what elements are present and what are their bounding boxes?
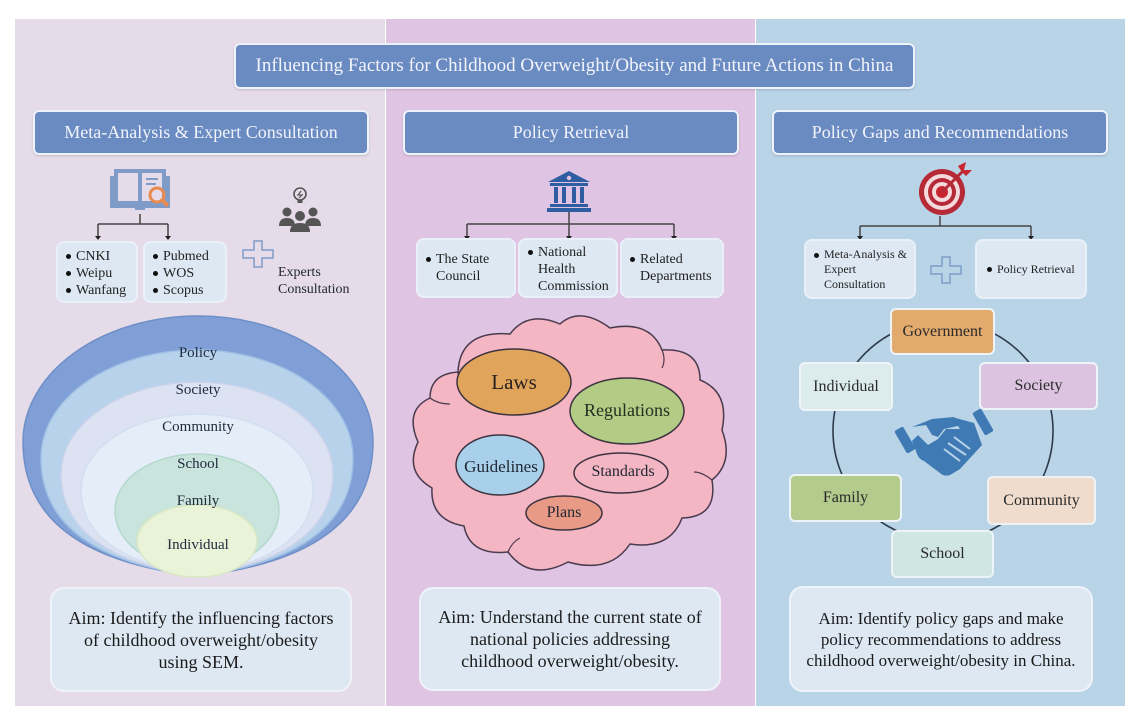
database-item: CNKI (64, 248, 136, 265)
source-box-related-departments: Related Departments (620, 238, 724, 298)
database-item: Weipu (64, 265, 136, 282)
ellipse-guidelines (455, 434, 545, 496)
database-item: Pubmed (151, 248, 225, 265)
stakeholder-government: Government (890, 308, 995, 355)
databases-english-box: Pubmed WOS Scopus (143, 241, 227, 303)
input-box-meta-analysis: Meta-Analysis & Expert Consultation (804, 239, 916, 299)
ellipse-regulations (569, 377, 685, 445)
layer-label-family: Family (177, 493, 220, 509)
source-box-health-commission: National Health Commission (518, 238, 618, 298)
connector-lines (95, 214, 171, 240)
policy-type-laws: Laws (491, 370, 537, 394)
policy-type-guidelines: Guidelines (464, 457, 538, 476)
aim-box-meta-analysis: Aim: Identify the influencing factors of… (50, 587, 352, 692)
target-icon (919, 162, 972, 215)
layer-shape-individual (136, 504, 258, 578)
ellipse-plans (525, 495, 603, 531)
stakeholder-society: Society (979, 362, 1098, 410)
book-search-icon (110, 169, 170, 210)
database-item: Wanfang (64, 282, 136, 299)
section-header-meta-analysis: Meta-Analysis & Expert Consultation (33, 110, 369, 155)
plus-icon (930, 256, 962, 284)
databases-chinese-box: CNKI Weipu Wanfang (56, 241, 138, 303)
stakeholder-individual: Individual (799, 362, 893, 411)
layer-label-society: Society (176, 382, 221, 398)
source-item: National Health Commission (526, 244, 618, 295)
layer-label-policy: Policy (179, 345, 218, 361)
database-item: WOS (151, 265, 225, 282)
policy-type-plans: Plans (546, 504, 582, 521)
database-item: Scopus (151, 282, 225, 299)
input-item: Policy Retrieval (985, 261, 1075, 278)
section-header-policy-gaps: Policy Gaps and Recommendations (772, 110, 1108, 155)
plus-icon (242, 240, 274, 268)
stakeholder-school: School (891, 530, 994, 578)
aim-box-policy-retrieval: Aim: Understand the current state of nat… (419, 587, 721, 691)
stakeholder-community: Community (987, 476, 1096, 525)
input-item: Meta-Analysis & Expert Consultation (812, 247, 916, 292)
source-box-state-council: The State Council (416, 238, 516, 298)
input-box-policy-retrieval: Policy Retrieval (975, 239, 1087, 299)
handshake-icon (894, 408, 994, 476)
aim-box-policy-gaps: Aim: Identify policy gaps and make polic… (789, 586, 1093, 692)
source-item: The State Council (424, 251, 516, 285)
experts-consultation-label: Experts Consultation (278, 265, 350, 297)
policy-type-standards: Standards (591, 463, 655, 480)
socio-ecological-layers: PolicySocietyCommunitySchoolFamilyIndivi… (22, 315, 374, 578)
layer-label-school: School (177, 456, 219, 472)
experts-lightbulb-icon (279, 187, 321, 232)
layer-label-individual: Individual (167, 537, 229, 553)
government-building-icon (547, 171, 591, 212)
ellipse-laws (456, 348, 572, 416)
policy-type-regulations: Regulations (584, 400, 670, 420)
ellipse-standards (573, 452, 669, 494)
stakeholder-family: Family (789, 474, 902, 522)
connector-lines (857, 216, 1034, 240)
section-header-policy-retrieval: Policy Retrieval (403, 110, 739, 155)
main-title: Influencing Factors for Childhood Overwe… (234, 43, 915, 89)
source-item: Related Departments (628, 251, 726, 285)
layer-label-community: Community (162, 419, 234, 435)
